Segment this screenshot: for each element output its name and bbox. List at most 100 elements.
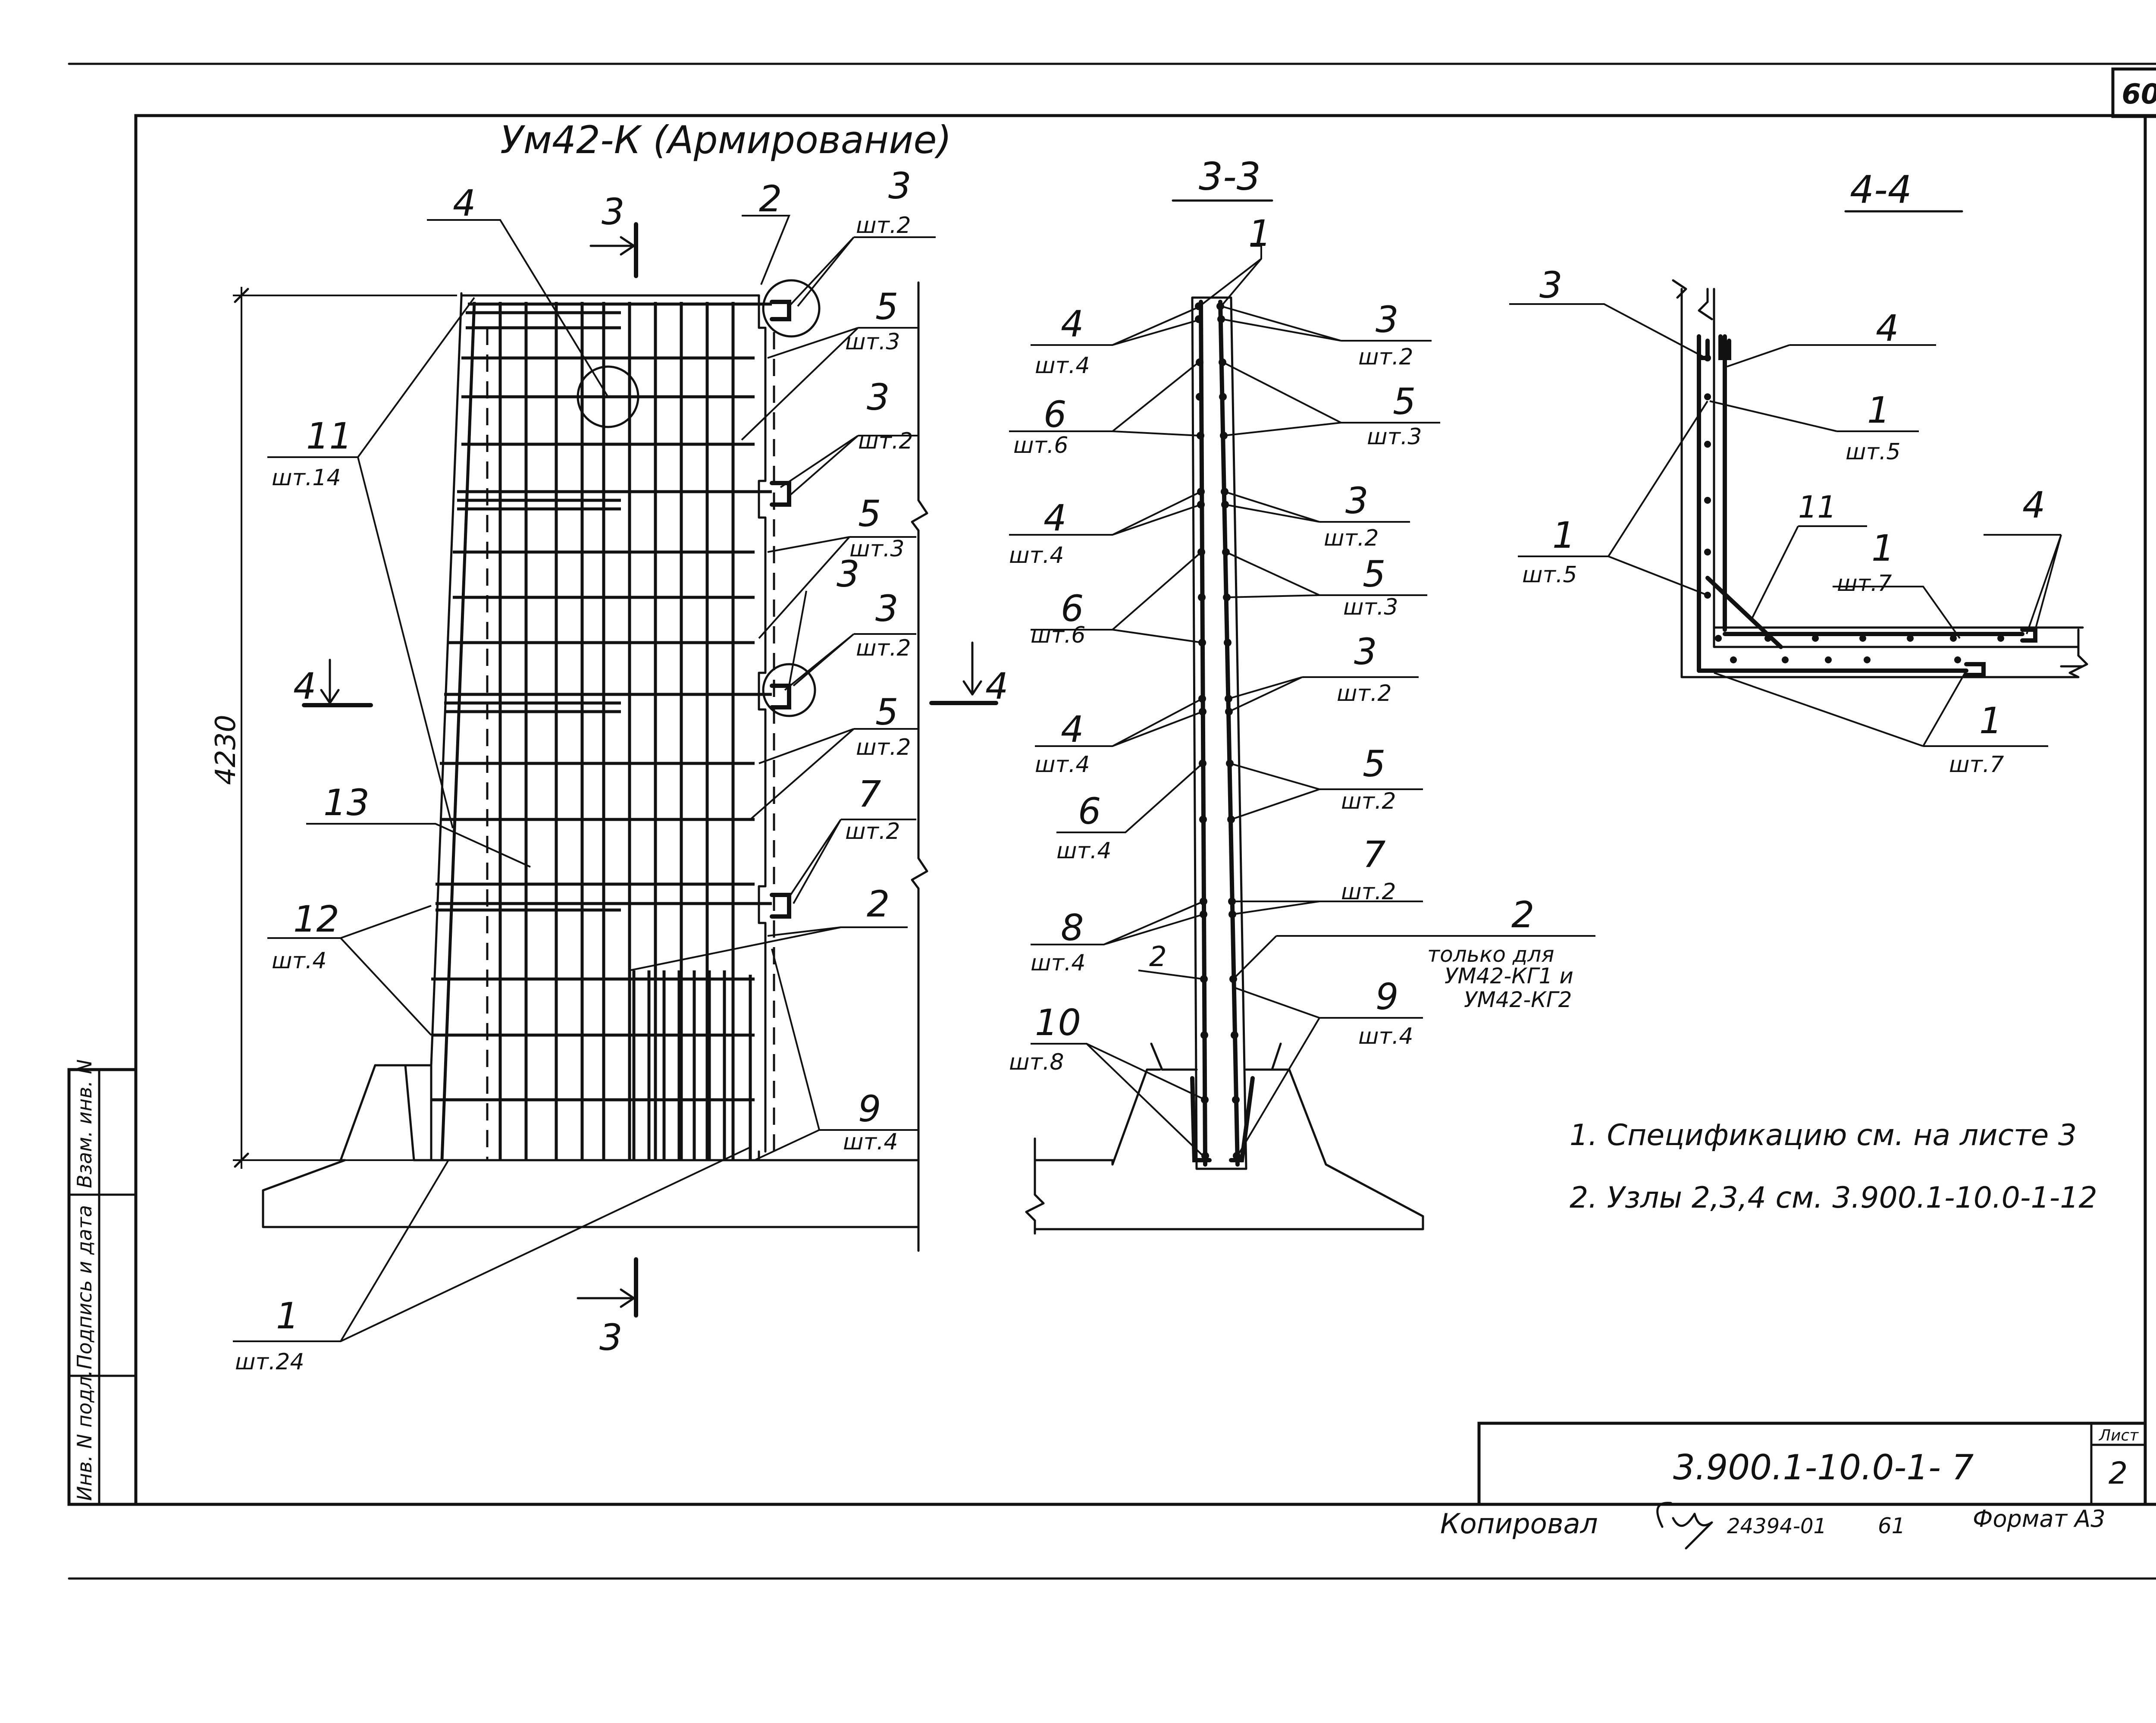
svg-text:2: 2	[1149, 941, 1167, 973]
svg-text:шт.3: шт.3	[849, 536, 905, 562]
svg-text:шт.2: шт.2	[1324, 525, 1379, 551]
svg-text:3: 3	[1354, 631, 1377, 673]
panel-base	[262, 1064, 920, 1228]
dimension-height-value: 4230	[210, 715, 242, 785]
footer: Копировал 24394-01 61 Формат А3	[1440, 1502, 2106, 1550]
svg-text:1: 1	[1979, 700, 2002, 742]
svg-text:10: 10	[1035, 1001, 1081, 1044]
section-4-4-title: 4-4	[1850, 167, 1912, 212]
svg-text:1: 1	[1552, 514, 1575, 556]
svg-text:шт.2: шт.2	[1337, 681, 1392, 706]
svg-text:3: 3	[602, 191, 624, 233]
svg-text:4: 4	[1061, 708, 1084, 750]
callout-3c: 3	[837, 553, 859, 595]
callout-5: 5	[875, 286, 898, 328]
svg-text:3: 3	[599, 1316, 622, 1359]
svg-text:5: 5	[1393, 380, 1416, 423]
section-marker-3-bottom: 3	[577, 1257, 638, 1359]
callout-2b: 2	[867, 883, 890, 925]
svg-text:шт.2: шт.2	[856, 213, 911, 239]
svg-text:шт.4: шт.4	[1009, 543, 1064, 568]
section-marker-3-top: 3	[589, 191, 638, 278]
note-1: 1. Спецификацию см. на листе 3	[1570, 1118, 2077, 1152]
doc-code: 3.900.1-10.0-1- 7	[1673, 1447, 1974, 1488]
svg-text:шт.4: шт.4	[843, 1129, 898, 1155]
sheet-number: 2	[2109, 1456, 2128, 1491]
notes: 1. Спецификацию см. на листе 3 2. Узлы 2…	[1570, 1118, 2097, 1215]
svg-text:шт.2: шт.2	[856, 734, 911, 760]
svg-text:шт.7: шт.7	[1949, 752, 2004, 778]
stamp-signature-label: Подпись и дата	[73, 1205, 96, 1369]
section-4-4-outline	[1672, 279, 2088, 678]
svg-text:шт.2: шт.2	[1341, 788, 1396, 814]
svg-text:УМ42-КГ1 и: УМ42-КГ1 и	[1445, 963, 1573, 989]
copier-signature	[1656, 1502, 1713, 1550]
svg-text:4: 4	[2022, 484, 2045, 526]
svg-text:1: 1	[1867, 389, 1890, 431]
svg-text:шт.2: шт.2	[856, 635, 911, 661]
detail-circle-4	[577, 365, 639, 428]
svg-text:2: 2	[1511, 894, 1534, 936]
title-block: 3.900.1-10.0-1- 7 Лист 2	[1477, 1422, 2147, 1506]
callout-5c: 5	[875, 691, 898, 733]
svg-text:шт.6: шт.6	[1013, 433, 1069, 458]
sheet-label: Лист	[2098, 1427, 2139, 1444]
svg-text:шт.24: шт.24	[235, 1349, 304, 1375]
footer-format: Формат А3	[1973, 1505, 2106, 1532]
svg-text:шт.4: шт.4	[1035, 752, 1090, 778]
small-mesh	[630, 970, 755, 1160]
callout-11: 11	[306, 415, 352, 457]
section-marker-4-right: 4	[929, 641, 1008, 707]
section-3-3: 3-3	[1009, 154, 1595, 1235]
svg-text:шт.2: шт.2	[1358, 344, 1413, 370]
svg-text:шт.7: шт.7	[1837, 571, 1892, 596]
svg-text:шт.3: шт.3	[1343, 594, 1398, 620]
svg-text:4: 4	[1044, 497, 1066, 539]
callout-13: 13	[323, 781, 370, 824]
svg-text:шт.4: шт.4	[1031, 950, 1086, 976]
footer-order: 24394-01	[1727, 1514, 1827, 1538]
vertical-bars	[440, 301, 735, 1161]
section-3-3-outline	[1150, 296, 1282, 1170]
detail-circle-3	[762, 663, 816, 717]
svg-text:шт.4: шт.4	[1358, 1023, 1413, 1049]
svg-text:УМ42-КГ2: УМ42-КГ2	[1464, 987, 1572, 1012]
svg-text:1: 1	[1248, 212, 1271, 254]
horizontal-bars	[431, 302, 772, 1102]
callout-3: 3	[888, 165, 911, 207]
svg-text:шт.3: шт.3	[845, 329, 900, 355]
svg-text:шт.2: шт.2	[1341, 879, 1396, 905]
callout-5b: 5	[858, 493, 881, 535]
callout-7: 7	[858, 773, 881, 815]
stamp-inv-label: Инв. N подл.	[73, 1370, 96, 1501]
svg-text:7: 7	[1363, 833, 1385, 876]
callout-3d: 3	[875, 587, 898, 630]
svg-text:шт.2: шт.2	[845, 819, 900, 844]
svg-text:4: 4	[985, 665, 1008, 707]
section-marker-4-left: 4	[293, 659, 373, 707]
note-2: 2. Узлы 2,3,4 см. 3.900.1-10.0-1-12	[1570, 1181, 2097, 1215]
svg-text:11: 11	[1798, 490, 1836, 525]
callout-12: 12	[293, 898, 339, 940]
callout-1: 1	[276, 1295, 299, 1337]
svg-text:4: 4	[1061, 303, 1084, 345]
svg-text:только для: только для	[1427, 942, 1554, 967]
elevation-leaders	[233, 215, 936, 1342]
svg-text:3: 3	[1376, 298, 1398, 341]
svg-text:шт.4: шт.4	[1056, 838, 1112, 864]
svg-text:8: 8	[1061, 907, 1084, 949]
svg-text:3: 3	[1345, 480, 1368, 522]
footer-copied: Копировал	[1440, 1508, 1598, 1540]
callout-2: 2	[759, 178, 782, 220]
elevation-view: Ум42-К (Армирование)	[210, 118, 1008, 1359]
svg-text:шт.8: шт.8	[1009, 1049, 1064, 1075]
drawing-title: Ум42-К (Армирование)	[500, 118, 952, 162]
dimension-height: 4230	[210, 287, 457, 1169]
svg-text:5: 5	[1363, 743, 1385, 785]
sheet-frame: 60	[68, 63, 2156, 1580]
callout-9: 9	[858, 1088, 881, 1130]
svg-text:шт.14: шт.14	[272, 465, 341, 491]
svg-text:4: 4	[1876, 307, 1899, 349]
svg-text:1: 1	[1871, 527, 1894, 569]
